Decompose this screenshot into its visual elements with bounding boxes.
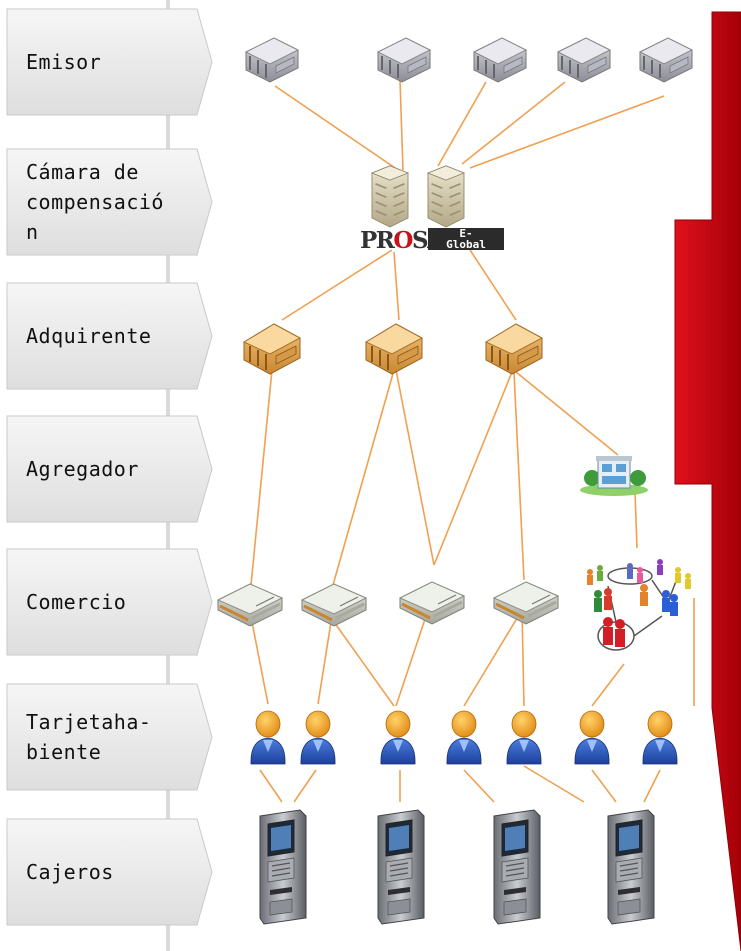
stage-label: Adquirente [26, 324, 152, 348]
stage-label: Comercio [26, 590, 127, 614]
atm-icon [259, 809, 307, 925]
cardholder-person-icon [446, 710, 482, 765]
bank-icon [639, 37, 693, 83]
emisor-banks [245, 37, 693, 83]
flow-direction-arrow [674, 11, 741, 951]
connector-lines [250, 79, 695, 803]
prosa-logo-highlight: O [393, 227, 413, 254]
atm-icon [493, 809, 541, 925]
cardholder-person-icon [300, 710, 336, 765]
acquirer-banks [243, 323, 543, 375]
bank-icon [473, 37, 527, 83]
store-icon [216, 582, 284, 628]
chevron-shape [6, 415, 213, 523]
clearing-house-icon [427, 164, 465, 228]
stage-label: Tarjetaha- biente [26, 710, 152, 764]
atm-icon [377, 809, 425, 925]
atms [259, 809, 655, 925]
eglobal-logo-text: E- Global [446, 228, 486, 250]
cardholder-person-icon [574, 710, 610, 765]
store-icon [492, 580, 560, 626]
cardholder-person-icon [506, 710, 542, 765]
stage-comercio: Comercio [6, 548, 213, 656]
stage-cajeros: Cajeros [6, 818, 213, 926]
stage-camara: Cámara de compensació n [6, 148, 213, 256]
prosa-logo-part: PR [360, 227, 395, 254]
chevron-shape [6, 683, 213, 791]
acquirer-bank-icon [365, 323, 423, 375]
cardholders [250, 710, 678, 765]
cardholder-person-icon [250, 710, 286, 765]
stage-agregador: Agregador [6, 415, 213, 523]
stage-adquirente: Adquirente [6, 282, 213, 390]
stage-label: Agregador [26, 457, 139, 481]
cardholder-person-icon [642, 710, 678, 765]
aggregator-building-icon [580, 456, 648, 496]
chevron-shape [6, 548, 213, 656]
chevron-shape [6, 818, 213, 926]
clearing-houses [371, 164, 465, 228]
acquirer-bank-icon [485, 323, 543, 375]
acquirer-bank-icon [243, 323, 301, 375]
cardholder-person-icon [380, 710, 416, 765]
eglobal-logo: E- Global [428, 228, 504, 250]
bank-icon [377, 37, 431, 83]
stores [216, 580, 560, 628]
people-network-icon [587, 559, 691, 651]
atm-icon [607, 809, 655, 925]
bank-icon [557, 37, 611, 83]
bank-icon [245, 37, 299, 83]
chevron-shape [6, 148, 213, 256]
store-icon [398, 580, 466, 626]
stage-tarjetahabiente: Tarjetaha- biente [6, 683, 213, 791]
stage-label: Emisor [26, 50, 102, 74]
chevron-shape [6, 8, 213, 116]
store-icon [300, 582, 368, 628]
clearing-house-icon [371, 164, 409, 228]
chevron-shape [6, 282, 213, 390]
stage-label: Cajeros [26, 860, 114, 884]
stage-label: Cámara de compensació n [26, 160, 164, 244]
stage-emisor: Emisor [6, 8, 213, 116]
